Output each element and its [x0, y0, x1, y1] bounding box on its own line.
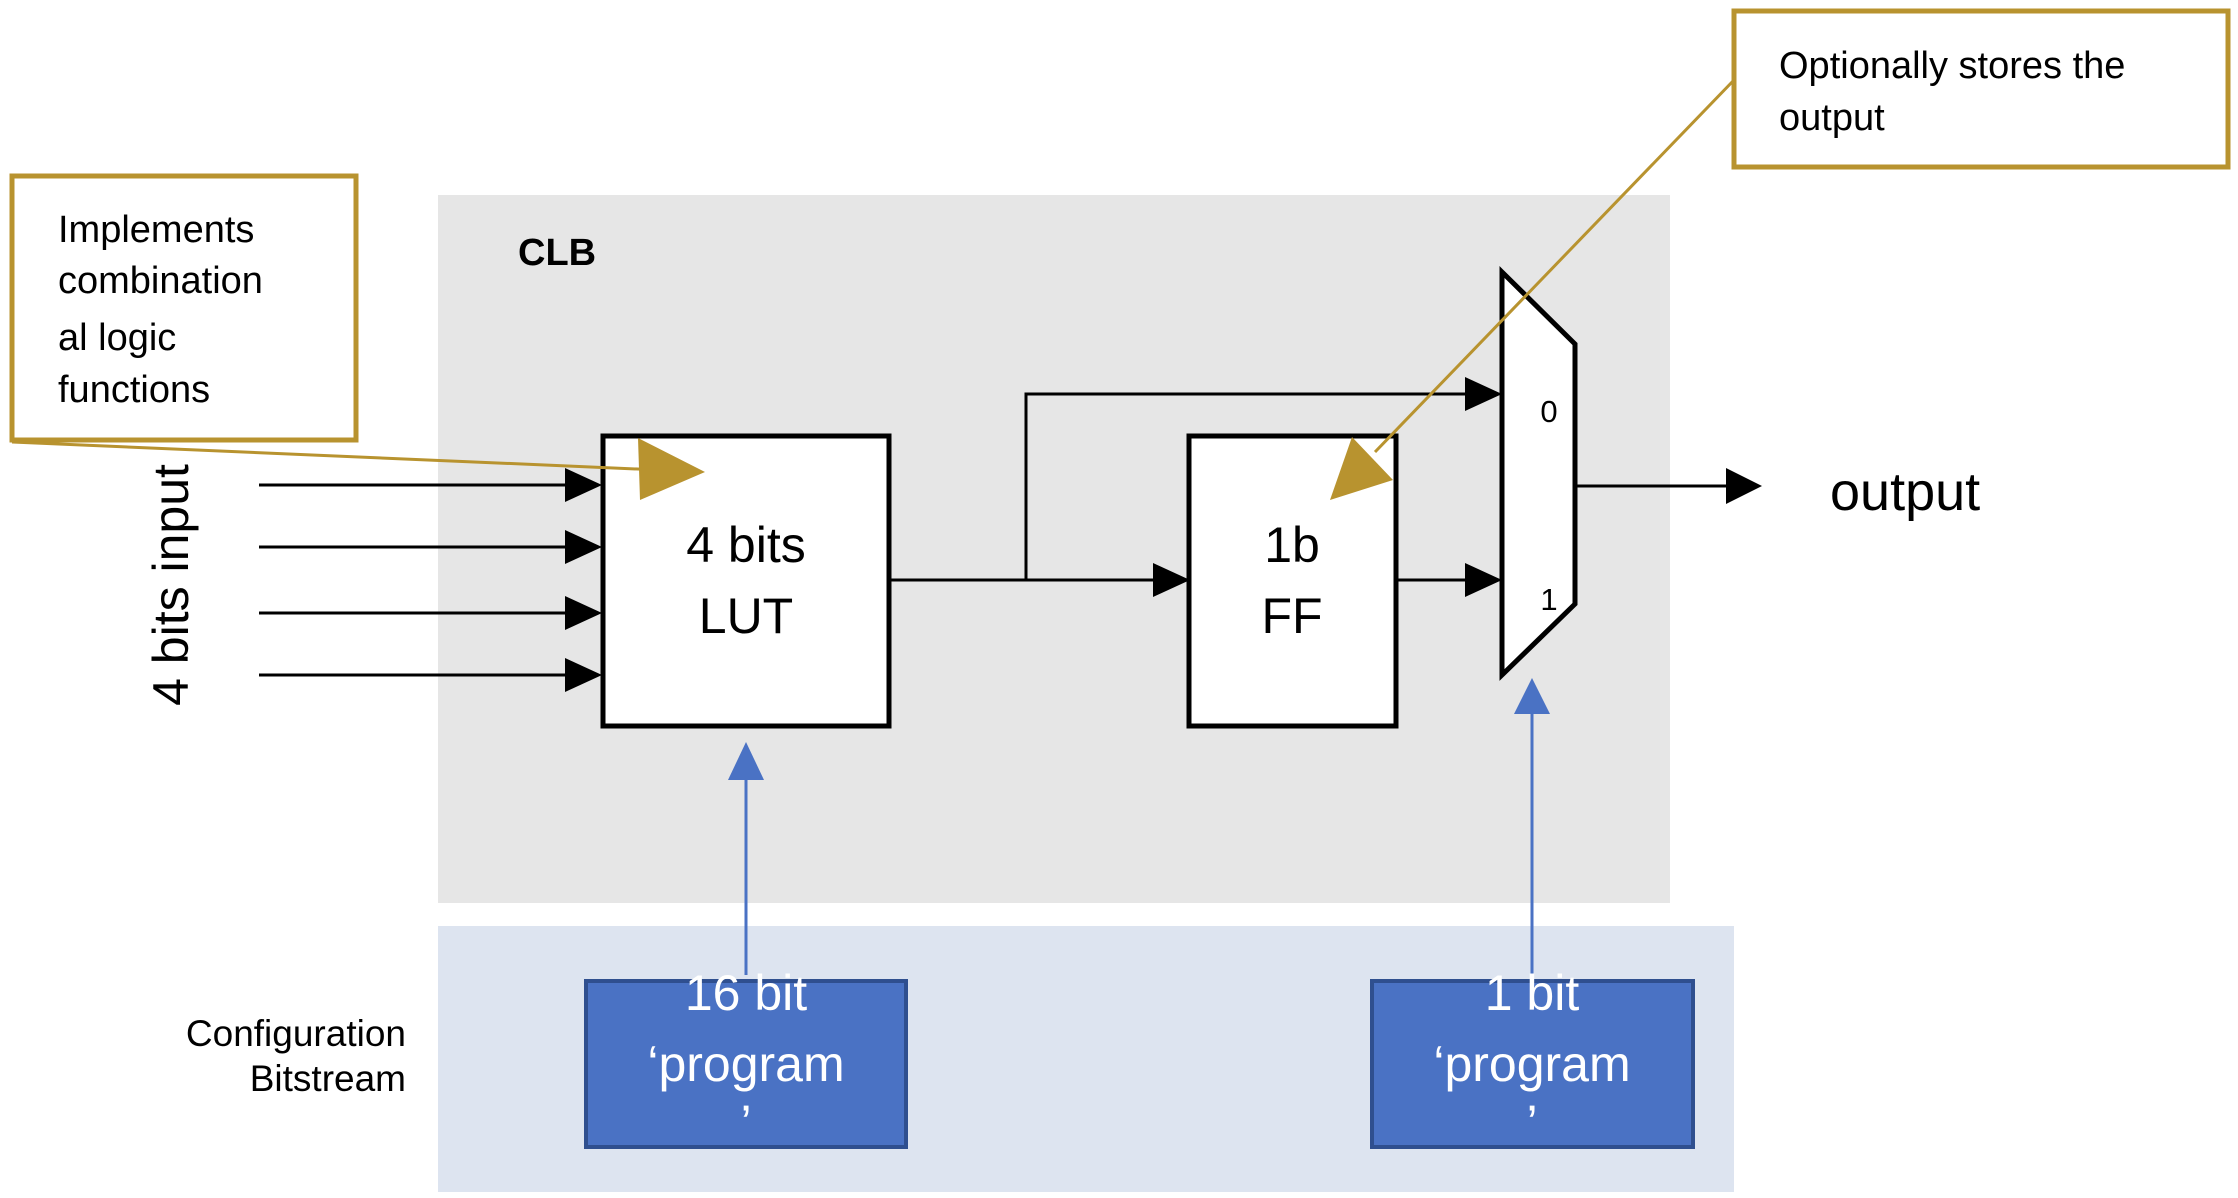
program-lut-line2: ‘program: [647, 1036, 844, 1092]
config-label-line2: Bitstream: [250, 1058, 406, 1099]
callout-lut-box: [9, 173, 359, 443]
ff-label-line2: FF: [1261, 588, 1322, 644]
clb-label: CLB: [518, 232, 596, 274]
callout-ff-line1: Optionally stores the: [1779, 45, 2125, 87]
ff-label-line1: 1b: [1264, 517, 1320, 573]
config-label-line1: Configuration: [186, 1013, 406, 1054]
input-lines: [259, 483, 570, 677]
callout-ff-line2: output: [1779, 97, 1885, 139]
callout-ff-box: [1731, 8, 2231, 170]
callout-ff-pointer-line: [1373, 78, 1736, 454]
config-lut-arrowhead: [728, 742, 764, 780]
callout-lut-line4: functions: [58, 369, 210, 411]
callout-lut-pointer-line: [11, 440, 661, 472]
callout-ff-pointer-arrowhead: [1330, 437, 1393, 500]
config-mux-arrowhead: [1514, 678, 1550, 714]
input-label: 4 bits input: [143, 464, 199, 706]
mux-in0-arrowhead: [1465, 377, 1502, 411]
input-arrowhead-2: [565, 530, 602, 564]
program-mux-line3: ’: [1526, 1095, 1537, 1151]
callout-lut-line1: Implements: [58, 209, 254, 251]
program-mux-line2: ‘program: [1433, 1036, 1630, 1092]
program-mux-box: [1370, 979, 1695, 1149]
input-arrowheads: [565, 468, 602, 692]
callout-lut-pointer-arrowhead: [638, 438, 705, 500]
output-label: output: [1830, 462, 1980, 522]
input-arrowhead-1: [565, 468, 602, 502]
lut-label-line2: LUT: [699, 588, 793, 644]
lut-label-line1: 4 bits: [686, 517, 806, 573]
callout-lut-line3: al logic: [58, 317, 176, 359]
mux-input-1-label: 1: [1540, 582, 1557, 617]
mux-in1-arrowhead: [1465, 563, 1502, 597]
mux-input-0-label: 0: [1540, 394, 1557, 429]
callout-lut-line2: combination: [58, 260, 263, 302]
program-lut-line1: 16 bit: [685, 965, 807, 1021]
ff-input-arrowhead: [1153, 563, 1190, 597]
program-mux-line1: 1 bit: [1485, 965, 1580, 1021]
lut-output-wires: [889, 392, 1470, 582]
input-arrowhead-3: [565, 596, 602, 630]
program-lut-line3: ’: [740, 1095, 751, 1151]
program-lut-box: [584, 979, 908, 1149]
output-arrowhead: [1726, 468, 1762, 504]
input-arrowhead-4: [565, 658, 602, 692]
mux-shape: [1499, 266, 1578, 681]
